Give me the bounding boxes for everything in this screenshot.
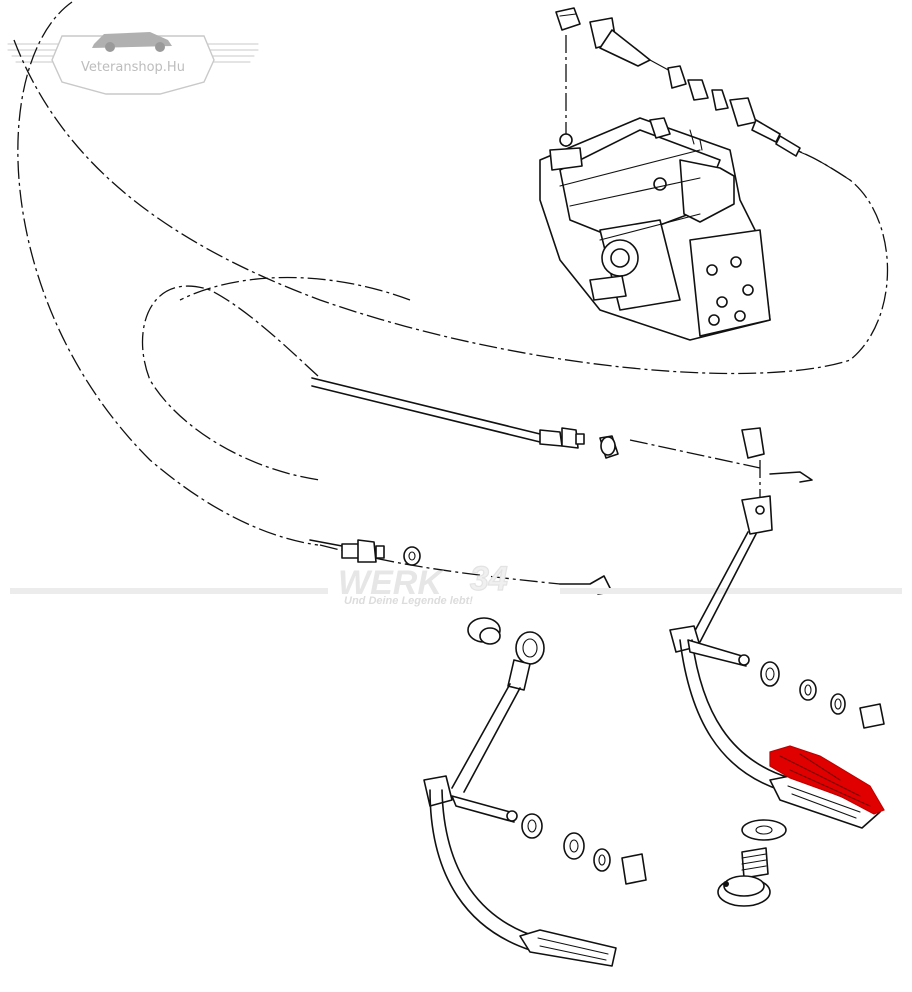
left-pedal-assembly xyxy=(423,617,647,967)
logo-text: Veteranshop.Hu xyxy=(81,60,185,75)
cable-routing-lines xyxy=(13,1,889,585)
car-icon xyxy=(92,32,172,52)
watermark-brand-right: 34 xyxy=(470,560,508,598)
cable-end-fittings xyxy=(555,7,851,181)
werk34-watermark: WERK 34 Und Deine Legende lebt! xyxy=(10,559,902,607)
watermark-brand-left: WERK xyxy=(338,564,444,602)
pedal-bolt xyxy=(717,847,771,907)
veteranshop-logo[interactable]: Veteranshop.Hu xyxy=(7,32,259,95)
right-pedal-assembly xyxy=(669,495,885,907)
accelerator-cable-upper xyxy=(311,377,813,483)
injection-pump xyxy=(539,117,771,341)
watermark-tagline: Und Deine Legende lebt! xyxy=(344,595,473,607)
